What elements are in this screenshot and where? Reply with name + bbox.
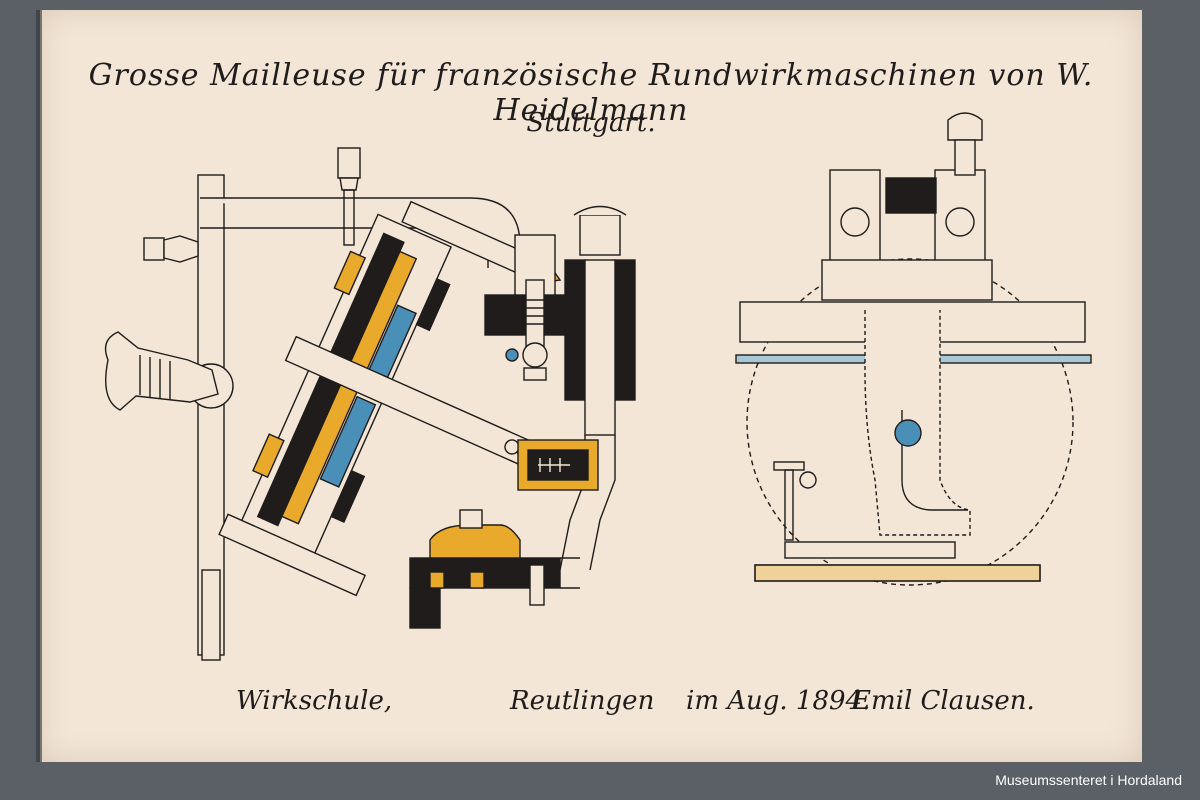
footer-city: Reutlingen (510, 686, 655, 716)
side-view (735, 112, 1092, 586)
right-bracket (409, 205, 636, 629)
credit-bar (0, 764, 1200, 800)
sheet-shadow-edge (36, 10, 42, 762)
drawing-subtitle: Stuttgart. (526, 108, 656, 138)
drawing-title: Grosse Mailleuse für französische Rundwi… (88, 58, 1094, 128)
footer-date: im Aug. 1894. (686, 686, 871, 716)
museum-credit: Museumssenteret i Hordaland (995, 772, 1182, 788)
tilted-mechanism (218, 200, 595, 597)
drawing-sheet: Grosse Mailleuse für französische Rundwi… (36, 10, 1142, 762)
footer-author: Emil Clausen. (852, 686, 1035, 716)
technical-drawing (104, 112, 1092, 661)
footer-school: Wirkschule, (236, 686, 393, 716)
